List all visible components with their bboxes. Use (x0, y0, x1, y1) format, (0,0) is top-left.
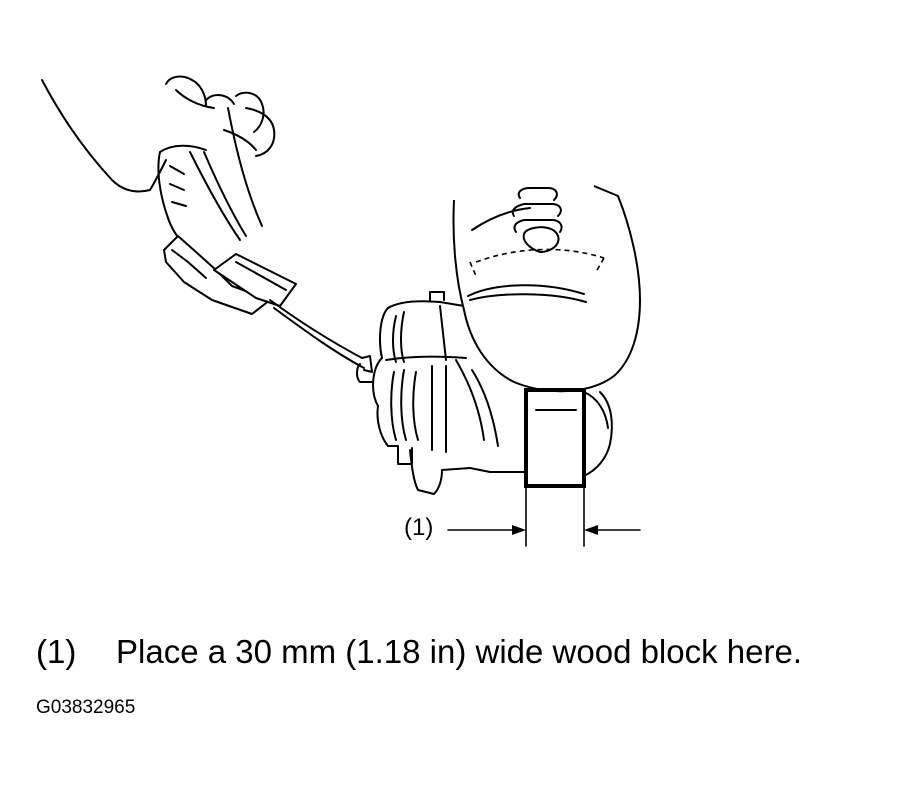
caption-text: Place a 30 mm (1.18 in) wide wood block … (116, 633, 803, 670)
hand-with-air-gun (41, 75, 373, 373)
figure-caption: (1) Place a 30 mm (1.18 in) wide wood blo… (36, 632, 802, 672)
caption-number: (1) (36, 633, 77, 670)
brake-caliper-illustration (41, 75, 641, 547)
figure-id: G03832965 (36, 697, 136, 718)
brake-caliper (356, 291, 613, 495)
caliper-piston (452, 185, 641, 393)
dimension-marker (447, 487, 641, 547)
wood-block (524, 388, 586, 488)
callout-label: (1) (404, 514, 434, 541)
